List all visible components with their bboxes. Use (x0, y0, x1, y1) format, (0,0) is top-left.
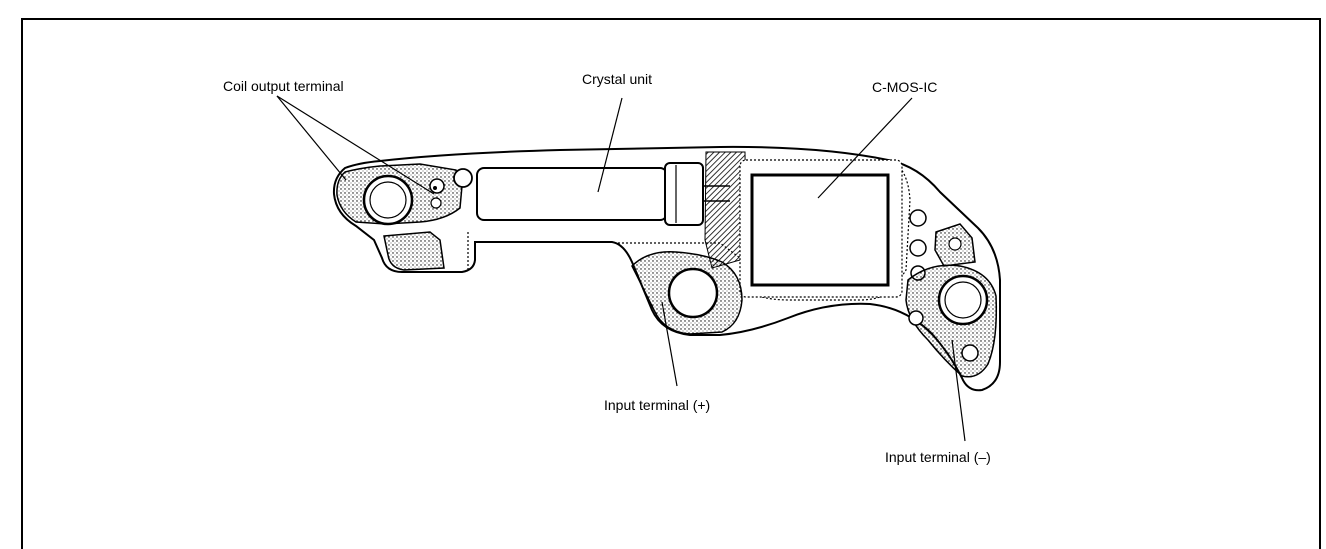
input-terminal-minus-label: Input terminal (–) (885, 449, 991, 465)
coil-terminal-small-hole (430, 197, 442, 209)
input-plus-leader (661, 301, 678, 387)
coil-terminal-top-hole (433, 186, 437, 190)
crystal-unit-cap (664, 162, 704, 226)
coil-leader-2 (276, 95, 435, 195)
input-minus-small-hole-2 (961, 344, 979, 362)
crystal-leader (597, 97, 623, 193)
cmos-ic-chip (750, 173, 890, 287)
cmos-leader (817, 97, 913, 199)
crystal-unit-label: Crystal unit (582, 71, 652, 87)
coil-post-hole (453, 168, 473, 188)
input-minus-hole-inner (944, 281, 982, 319)
sub-board-dotted-outline (618, 159, 911, 301)
coil-terminal-hole-inner (369, 181, 407, 219)
ic-side-hole-1 (909, 209, 927, 227)
coil-terminal-lower-pad (383, 231, 445, 271)
crystal-unit-body (476, 167, 668, 221)
input-terminal-plus-label: Input terminal (+) (604, 397, 710, 413)
input-minus-upper-hole (948, 237, 962, 251)
input-minus-leader (951, 339, 966, 442)
input-minus-small-hole-1 (908, 310, 924, 326)
coil-terminal-screw-hole (429, 178, 445, 194)
ic-side-hole-2 (909, 239, 927, 257)
input-plus-hole (667, 267, 719, 319)
coil-leader-1 (276, 95, 347, 181)
coil-output-terminal-label: Coil output terminal (223, 78, 344, 94)
figure-frame (21, 18, 1321, 549)
cmos-ic-label: C-MOS-IC (872, 79, 937, 95)
